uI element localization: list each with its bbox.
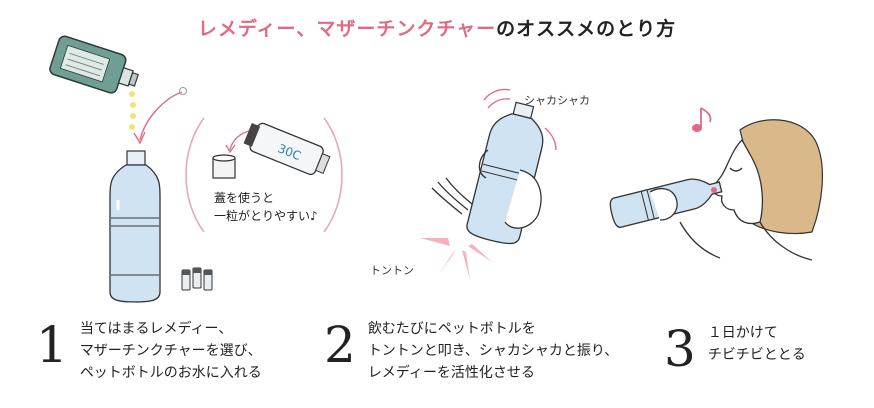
cap-illustration — [212, 154, 236, 179]
title-highlight: レメディー、マザーチンクチャー — [197, 18, 497, 40]
step-2-line-2: トントンと叩き、シャカシャカと振り、 — [367, 343, 619, 359]
drinking-hand-illustration — [649, 187, 678, 221]
cap-tip-line-1: 蓋を使うと — [214, 191, 275, 205]
step-1-line-1: 当てはまるレメディー、 — [79, 321, 233, 337]
page-title: レメディー、マザーチンクチャーのオススメのとり方 — [0, 14, 874, 41]
tip-bracket-right — [323, 117, 343, 233]
step-2-text: 飲むたびにペットボトルを トントンと叩き、シャカシャカと振り、 レメディーを活性… — [368, 318, 618, 384]
step-3: 3 １日かけて チビチビととる — [664, 322, 806, 374]
step-1: 1 当てはまるレメディー、 マザーチンクチャーを選び、 ペットボトルのお水に入れ… — [36, 318, 262, 384]
shake-sound-label: シャカシャカ — [524, 94, 590, 107]
step-2: 2 飲むたびにペットボトルを トントンと叩き、シャカシャカと振り、 レメディーを… — [324, 318, 618, 384]
drinking-person-illustration — [679, 119, 824, 261]
tap-sound-label: トントン — [370, 264, 414, 277]
pour-arrow-icon — [139, 91, 183, 141]
step-1-line-3: ペットボトルのお水に入れる — [79, 365, 262, 381]
step-3-line-2: チビチビととる — [707, 347, 806, 363]
water-bottle-illustration — [109, 150, 161, 303]
step-2-line-3: レメディーを活性化させる — [367, 365, 535, 381]
step-3-number: 3 — [664, 320, 696, 378]
step-1-line-2: マザーチンクチャーを選び、 — [79, 343, 262, 359]
remedy-bottle-illustration: 30C — [243, 122, 331, 176]
step-3-text: １日かけて チビチビととる — [708, 322, 806, 366]
falling-pellets — [129, 91, 136, 130]
step-3-line-1: １日かけて — [707, 325, 778, 341]
tip-bracket-left — [185, 117, 205, 233]
mouth-accent — [711, 187, 717, 193]
step-2-line-1: 飲むたびにペットボトルを — [367, 321, 536, 337]
cap-tip-line-2: 一粒がとりやすい♪ — [214, 209, 318, 223]
music-note-icon — [692, 107, 712, 132]
step-1-text: 当てはまるレメディー、 マザーチンクチャーを選び、 ペットボトルのお水に入れる — [80, 318, 262, 384]
hand-illustration — [504, 169, 542, 229]
tapping-hand-illustration — [431, 177, 473, 215]
cap-tip-note: 蓋を使うと 一粒がとりやすい♪ — [214, 189, 318, 225]
pellet-tubes-illustration — [181, 267, 213, 291]
step-1-number: 1 — [36, 316, 68, 374]
shake-marks-icon — [483, 88, 511, 101]
tincture-vial-illustration — [49, 35, 139, 94]
title-rest: のオススメのとり方 — [496, 18, 677, 40]
step-2-number: 2 — [324, 316, 356, 374]
tap-impact-icon — [420, 238, 492, 280]
